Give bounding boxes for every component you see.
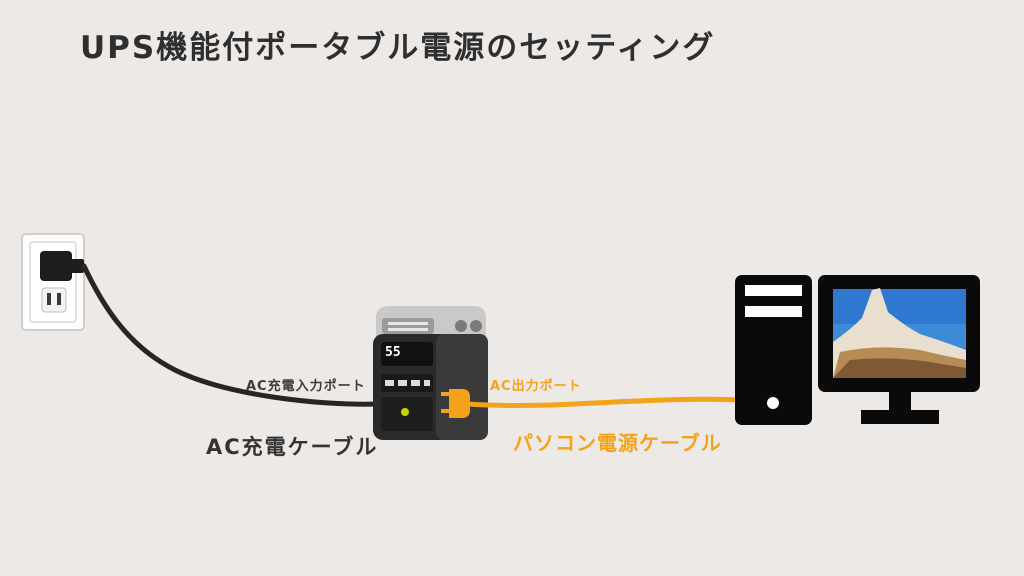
battery-readout: 55 [385,345,401,360]
pc-power-cable-label: パソコン電源ケーブル [513,431,722,455]
ac-plug-icon [40,251,84,281]
ac-charge-cable [81,263,381,407]
wall-outlet-icon [21,233,85,331]
ac-output-port-label: AC出力ポート [490,379,582,394]
monitor-icon [818,275,980,424]
portable-power-station-icon [373,306,488,440]
ac-charge-cable-label: AC充電ケーブル [206,435,379,459]
ac-input-port-label: AC充電入力ポート [246,379,366,394]
pc-power-cable [441,389,743,418]
page-title: UPS機能付ポータブル電源のセッティング [80,30,716,66]
desktop-pc-tower-icon [735,275,812,425]
